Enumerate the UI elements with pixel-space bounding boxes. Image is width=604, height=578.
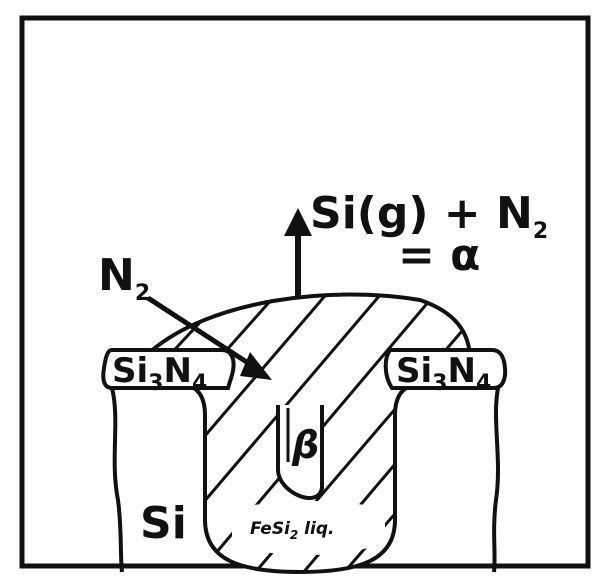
nitrogen-arrow-head — [240, 352, 272, 380]
substrate-left-wall — [110, 387, 124, 573]
nitride-left-label: Si3N4 — [112, 351, 207, 396]
nitrogen-label: N2 — [98, 250, 150, 306]
substrate-right-wall — [492, 387, 500, 573]
liquid-label: FeSi2 liq. — [250, 519, 334, 542]
substrate-label: Si — [140, 498, 187, 549]
nitride-right-label: Si3N4 — [396, 351, 491, 396]
nitride-left-mask — [101, 348, 236, 390]
alpha-label: = α — [398, 230, 480, 281]
nitrogen-arrow — [146, 295, 264, 375]
liquid-zone — [232, 501, 385, 555]
beta-label: β — [291, 423, 319, 467]
gas-arrow-head — [284, 208, 312, 236]
nitride-right-mask — [383, 348, 508, 390]
gas-products-label: Si(g) + N2 — [310, 188, 548, 244]
